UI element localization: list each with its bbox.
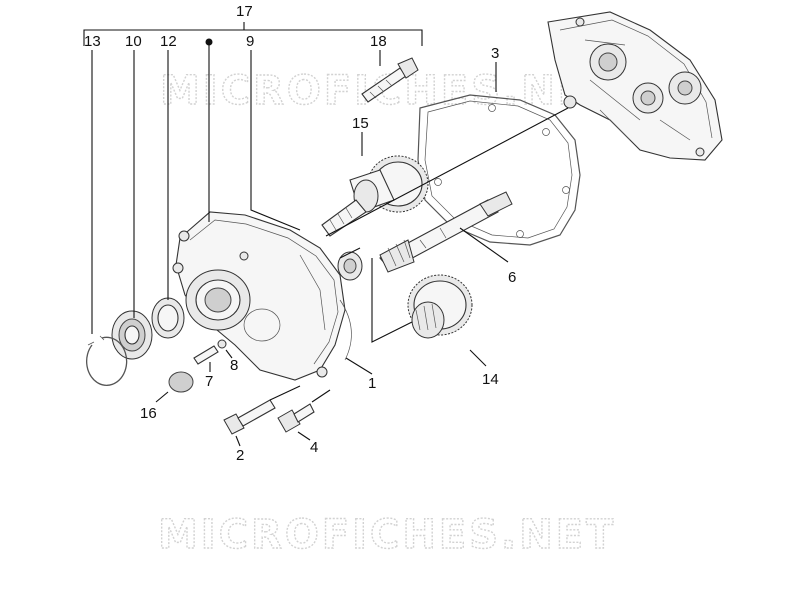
callout-9: 9 xyxy=(246,33,254,50)
cap-16 xyxy=(168,371,194,393)
callout-6: 6 xyxy=(508,269,516,286)
callout-16: 16 xyxy=(140,405,157,422)
callout-10: 10 xyxy=(125,33,142,50)
gasket xyxy=(417,94,581,246)
circlip-13 xyxy=(86,335,128,386)
shaft-6 xyxy=(379,191,513,273)
bolt-4 xyxy=(277,403,315,433)
transmission-cover-left xyxy=(172,211,352,381)
callout-4: 4 xyxy=(310,439,318,456)
bearing-small xyxy=(337,251,363,281)
callout-13: 13 xyxy=(84,33,101,50)
callout-18: 18 xyxy=(370,33,387,50)
bearing-10 xyxy=(111,310,153,360)
callout-12: 12 xyxy=(160,33,177,50)
callout-15: 15 xyxy=(352,115,369,132)
callout-3: 3 xyxy=(491,45,499,62)
callout-17: 17 xyxy=(236,3,253,20)
leader-lines xyxy=(83,22,569,447)
bolt-18 xyxy=(361,57,419,103)
gear-15 xyxy=(321,155,429,237)
callout-2: 2 xyxy=(236,447,244,464)
callout-1: 1 xyxy=(368,375,376,392)
screw-7 xyxy=(193,339,227,365)
watermark-bottom: MICROFICHES.NET xyxy=(158,512,616,558)
callout-14: 14 xyxy=(482,371,499,388)
watermark-top: MICROFICHES.NET xyxy=(160,68,618,114)
callout-labels: 17 13 10 12 9 18 3 15 6 1 14 8 7 16 2 4 xyxy=(84,3,516,464)
gear-14 xyxy=(407,274,473,339)
bolt-2 xyxy=(223,399,276,435)
callout-7: 7 xyxy=(205,373,213,390)
seal-12 xyxy=(151,297,185,339)
callout-8: 8 xyxy=(230,357,238,374)
transmission-housing-right xyxy=(547,11,723,161)
